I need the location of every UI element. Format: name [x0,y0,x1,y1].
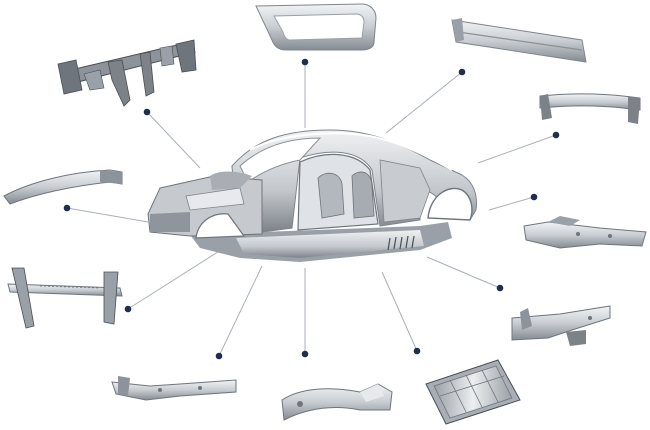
marker-dot [413,347,421,355]
part-front-subframe-crossmember [7,267,123,329]
part-rear-bumper-beam [539,93,641,124]
leader-lines [63,58,560,360]
marker-dot [301,58,309,66]
marker-dot [458,68,466,76]
car-body-in-white [147,129,477,262]
marker-dot [215,352,223,360]
marker-dot [143,108,151,116]
part-floor-pan-module [425,359,521,425]
marker-dot [63,204,71,212]
leader-rear-bumper-beam [477,131,560,164]
marker-dot [496,284,504,292]
part-dashboard-crossmember [57,39,197,107]
part-a-pillar-rail [3,169,123,205]
marker-dot [124,305,132,313]
leader-windshield-header-rail [385,68,466,134]
part-rear-side-member [523,216,647,249]
marker-dot [301,350,309,358]
leader-wheelhouse-panel [426,256,504,292]
leader-dashboard-crossmember [143,108,201,169]
leader-side-sill-bracket [215,265,263,360]
leader-lower-front-bracket [301,268,309,358]
part-lower-front-bracket [281,383,393,421]
marker-dot [552,131,560,139]
leader-front-subframe-crossmember [124,249,222,313]
part-windshield-header-rail [451,18,587,63]
part-wheelhouse-panel [511,305,611,346]
leader-roof-frame [301,58,309,128]
leader-floor-pan-module [381,271,421,355]
leader-a-pillar-rail [63,204,149,223]
part-roof-frame [255,3,377,51]
leader-rear-side-member [488,193,538,211]
part-side-sill-bracket [111,376,237,401]
marker-dot [530,193,538,201]
